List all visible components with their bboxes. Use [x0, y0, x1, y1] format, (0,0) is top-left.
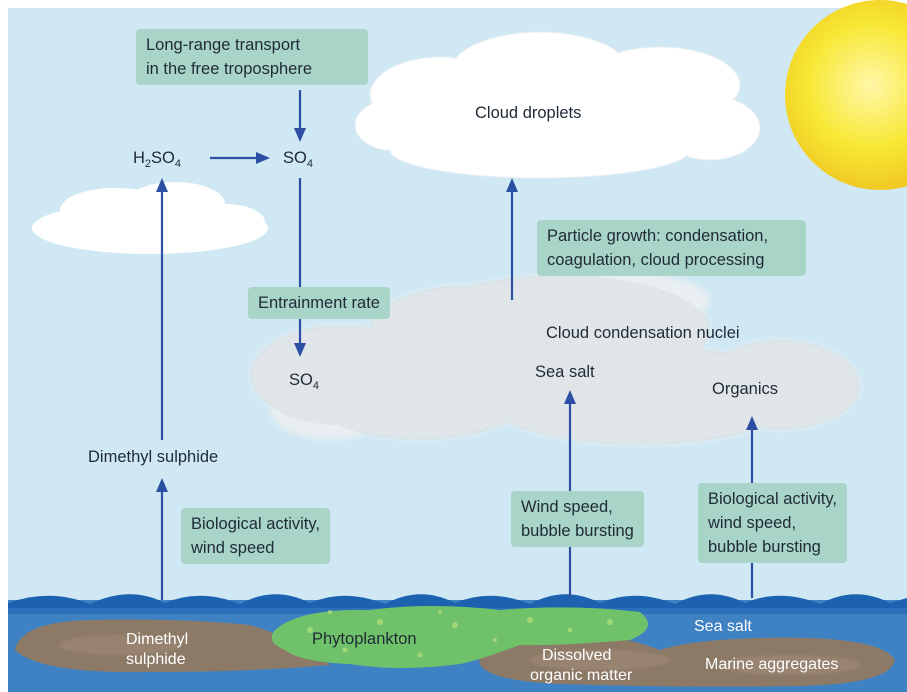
marine-aggregates-label: Marine aggregates: [705, 656, 839, 673]
particle-growth-line1: Particle growth: condensation,: [547, 227, 769, 245]
cloud-droplets-label: Cloud droplets: [475, 104, 582, 122]
dimethyl-sulphide-label: Dimethyl sulphide: [88, 448, 219, 466]
wind-bubble-line2: bubble bursting: [521, 522, 634, 540]
left-cloud: [32, 182, 268, 254]
dissolved-organic-matter-label: Dissolved organic matter: [530, 646, 632, 686]
ccn-haze-cloud: [250, 270, 860, 445]
ccn-label: Cloud condensation nuclei: [546, 324, 740, 342]
ocean-sea-salt-label: Sea salt: [694, 618, 752, 635]
ocean-dms-line2: sulphide: [126, 651, 186, 668]
bio-wind-line1: Biological activity,: [191, 515, 320, 533]
entrainment-rate-label: Entrainment rate: [258, 294, 380, 312]
long-range-transport-box: Long-range transport in the free troposp…: [136, 29, 368, 85]
bio-wind-bubble-line1: Biological activity,: [708, 490, 837, 508]
dom-line1: Dissolved: [542, 647, 612, 664]
so4-cloud-label: SO4: [289, 371, 319, 392]
long-range-transport-line2: in the free troposphere: [146, 60, 313, 78]
bio-wind-line2: wind speed: [191, 539, 275, 557]
entrainment-rate-box: Entrainment rate: [248, 287, 390, 319]
bio-wind-bubble-line2: wind speed,: [708, 514, 797, 532]
ocean-dms-label: Dimethyl sulphide: [126, 630, 188, 670]
particle-growth-box: Particle growth: condensation, coagulati…: [537, 220, 806, 276]
ocean-dms-line1: Dimethyl: [126, 631, 189, 648]
bio-wind-bubble-line3: bubble bursting: [708, 538, 821, 556]
dom-line2: organic matter: [530, 667, 633, 684]
phytoplankton-label: Phytoplankton: [312, 630, 417, 648]
sun: [785, 0, 907, 190]
organics-label: Organics: [712, 380, 779, 398]
sea-salt-air-label: Sea salt: [535, 363, 595, 381]
phytoplankton-bloom: [271, 606, 648, 668]
ocean-waves: [8, 594, 907, 612]
long-range-transport-line1: Long-range transport: [146, 36, 301, 54]
particle-growth-line2: coagulation, cloud processing: [547, 251, 765, 269]
wind-bubble-line1: Wind speed,: [521, 498, 613, 516]
wind-bubble-box: Wind speed, bubble bursting: [511, 491, 644, 547]
bio-wind-bubble-box: Biological activity, wind speed, bubble …: [698, 483, 847, 563]
h2so4-label: H2SO4: [133, 149, 182, 170]
bio-wind-box: Biological activity, wind speed: [181, 508, 330, 564]
so4-top-label: SO4: [283, 149, 313, 170]
